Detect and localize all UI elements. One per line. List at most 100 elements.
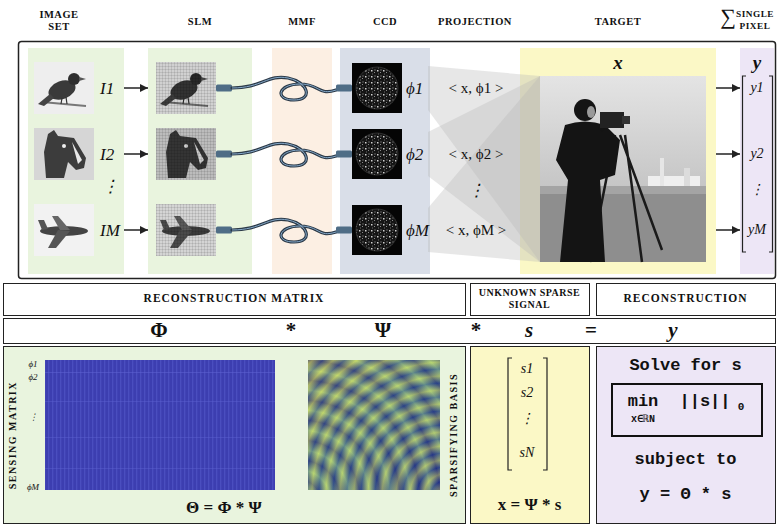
vector-entry: y1 — [750, 81, 763, 95]
arrow — [716, 229, 740, 231]
text-slot: y2 — [744, 144, 770, 164]
image-set-band: IMAGE SETI1I2⋮IM — [28, 48, 124, 274]
equation-band: Φ*Ψ*s=y — [3, 318, 776, 344]
math-symbol: I1 — [100, 80, 114, 97]
sensing-matrix-heatmap — [45, 401, 275, 402]
source-image — [34, 128, 94, 180]
source-image — [34, 62, 94, 256]
formula: x = Ψ * s — [498, 496, 562, 513]
single-pixel-band: ∑SINGLE PIXELyy1y2⋮yM — [740, 48, 774, 274]
fourier-basis-image — [308, 360, 440, 490]
vertical-label: SPARSIFYING BASIS — [449, 373, 459, 497]
text-slot: ⋮ — [744, 180, 770, 200]
reconstruction-panel: Solve for ssubject toy = Θ * sminx∈ℝN||s… — [596, 346, 776, 524]
equation-term: Ψ — [375, 320, 391, 341]
speckle-pattern — [352, 63, 402, 255]
band-fill — [596, 346, 776, 524]
slm-pattern — [156, 204, 216, 256]
text-slot: ||s|| — [675, 390, 735, 412]
target-photo — [648, 176, 700, 186]
math-symbol: ⋮ — [468, 182, 485, 199]
slm-pattern — [156, 204, 216, 256]
vector-entry: sN — [520, 446, 535, 460]
ccd-band: CCDϕ1ϕ2ϕM — [340, 48, 430, 274]
text-slot: ϕ1 — [406, 76, 430, 100]
math-symbol: IM — [100, 222, 120, 239]
math-symbol: ⋮ — [102, 178, 119, 195]
text-slot: = — [576, 319, 606, 342]
text-slot: ϕM — [24, 480, 42, 494]
text-slot: s1 — [511, 359, 543, 379]
equation-term: y — [668, 320, 677, 341]
text-slot: y = Θ * s — [597, 481, 774, 507]
text-slot: Ψ — [368, 319, 398, 342]
text-slot: RECONSTRUCTION MATRIX — [4, 284, 464, 314]
fourier-basis-image — [308, 360, 440, 490]
row-label: ϕM — [27, 483, 39, 492]
band-fill — [3, 346, 444, 524]
vector-entry: ⋮ — [750, 183, 764, 197]
slm-pattern — [156, 204, 216, 256]
vector-entry: ⋮ — [520, 412, 534, 426]
formula: Solve for s — [629, 357, 741, 374]
target-photo — [556, 122, 620, 263]
text-slot: TARGET — [520, 12, 716, 32]
projection-label: < x, ϕM > — [446, 223, 507, 238]
arrow — [124, 87, 148, 89]
text-slot: ⋮ — [511, 409, 543, 429]
row-label: ⋮ — [29, 413, 38, 422]
text-slot: y — [658, 319, 688, 342]
text-slot: ϕM — [406, 218, 430, 242]
column-header: SLM — [188, 16, 212, 28]
formula: ||s|| — [679, 393, 730, 410]
math-symbol: ϕM — [406, 222, 429, 239]
target-photo — [684, 168, 690, 186]
sensing-matrix-panel: SENSING MATRIXϕ1ϕ2⋮ϕMΘ = Φ * Ψ — [3, 346, 444, 524]
slm-pattern — [156, 128, 216, 180]
row-label: ϕ2 — [28, 373, 37, 382]
vector-entry: s1 — [521, 362, 533, 376]
text-slot: ⋮ — [438, 178, 514, 202]
column-header: PROJECTION — [438, 16, 512, 28]
text-slot: PROJECTION — [430, 12, 520, 32]
projection-beam — [428, 76, 540, 262]
section-header: RECONSTRUCTION — [596, 283, 776, 316]
text-slot: < x, ϕ2 > — [438, 142, 514, 166]
sensing-matrix-heatmap — [45, 468, 275, 469]
target-photo — [587, 106, 595, 118]
target-photo — [600, 112, 624, 128]
source-image — [34, 62, 94, 114]
vector-bracket — [769, 76, 773, 252]
projection-label: < x, ϕ1 > — [449, 81, 504, 96]
arrow — [716, 87, 740, 89]
column-header: IMAGE SET — [28, 9, 90, 33]
text-slot: x∈ℝN — [619, 412, 667, 428]
fourier-basis-image — [308, 360, 440, 490]
text-slot: SENSING MATRIX — [5, 355, 21, 515]
vector-bracket — [543, 358, 547, 470]
text-slot: Φ — [144, 319, 174, 342]
section-header: UNKNOWN SPARSE SIGNAL — [471, 287, 588, 311]
target-band: TARGETx — [520, 48, 716, 274]
math-symbol: x — [613, 53, 623, 72]
sensing-matrix-heatmap — [45, 437, 275, 438]
speckle-pattern — [352, 63, 402, 113]
equation-term: Φ — [150, 320, 167, 341]
objective-box: minx∈ℝN||s||0 — [611, 383, 763, 437]
section-header: RECONSTRUCTION MATRIX — [3, 283, 466, 316]
text-slot: I2 — [100, 142, 124, 166]
sparsifying-basis-band: SPARSIFYING BASIS — [444, 346, 466, 524]
band-fill — [3, 48, 776, 524]
slm-pattern — [156, 62, 216, 114]
text-slot: UNKNOWN SPARSE SIGNAL — [471, 284, 588, 314]
band-fill — [520, 48, 716, 274]
text-slot: SINGLE PIXEL — [736, 4, 774, 36]
panel-frame — [19, 42, 776, 279]
text-slot: SLM — [148, 12, 252, 32]
text-slot: yM — [744, 220, 770, 240]
target-photo — [660, 158, 664, 186]
band-fill — [340, 48, 430, 274]
target-photo — [540, 76, 706, 262]
equation-term: * — [471, 320, 482, 341]
column-header: SINGLE PIXEL — [736, 8, 774, 32]
